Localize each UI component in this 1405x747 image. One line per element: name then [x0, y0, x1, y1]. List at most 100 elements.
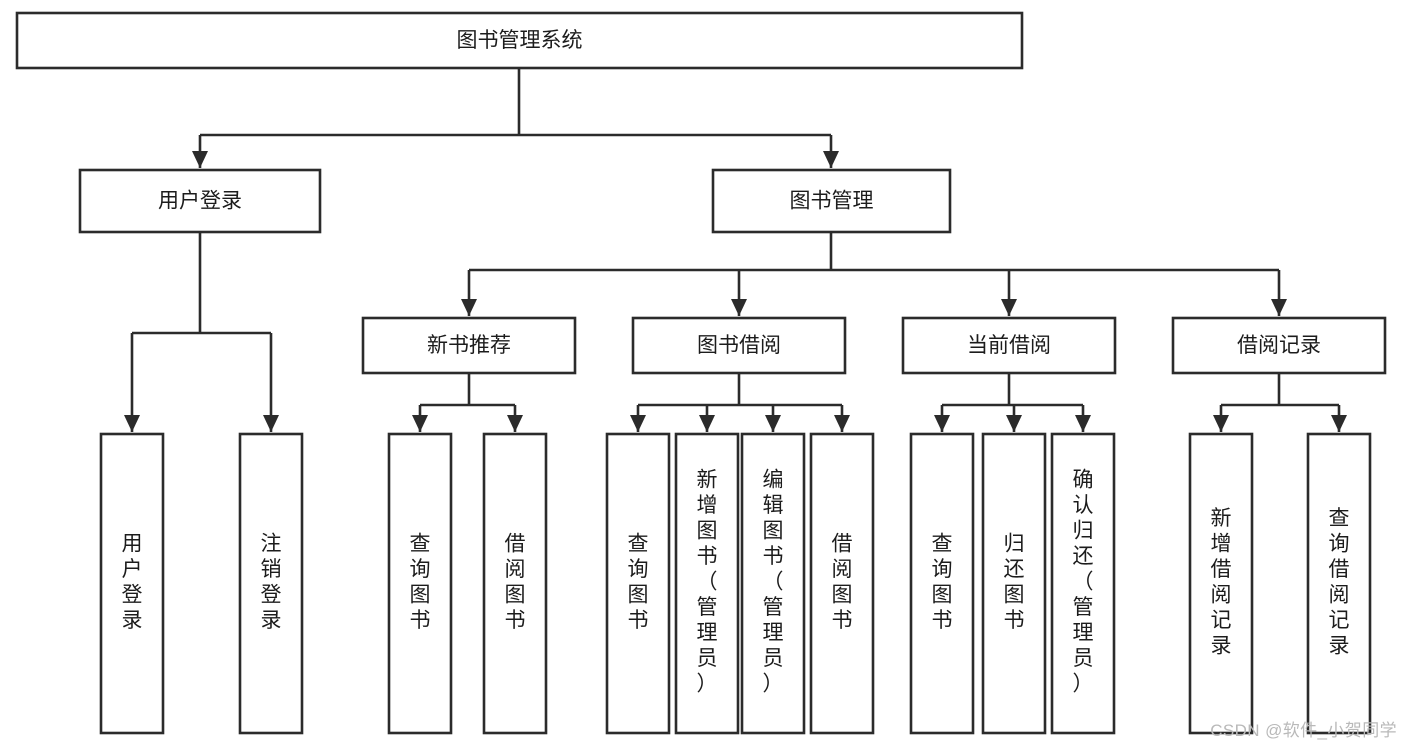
node-book-manage[interactable]: 图书管理	[711, 168, 952, 234]
arrow-head-icon	[1213, 415, 1229, 432]
node-leaf-query-book-borrow[interactable]: 查询图书	[605, 432, 671, 735]
node-book-borrow[interactable]: 图书借阅	[631, 316, 847, 375]
connector-bus3-a	[630, 405, 646, 432]
node-layer: 图书管理系统用户登录图书管理新书推荐图书借阅当前借阅借阅记录用户登录注销登录查询…	[15, 11, 1387, 735]
node-box[interactable]	[1050, 432, 1116, 735]
node-box[interactable]	[605, 432, 671, 735]
node-leaf-query-book-current[interactable]: 查询图书	[909, 432, 975, 735]
arrow-head-icon	[1006, 415, 1022, 432]
node-box[interactable]	[387, 432, 453, 735]
node-box[interactable]	[711, 168, 952, 234]
node-label: 新书推荐	[427, 334, 511, 357]
node-box[interactable]	[361, 316, 577, 375]
node-label: 图书管理	[790, 190, 874, 213]
node-label: 编辑图书（管理员）	[763, 469, 784, 696]
node-box[interactable]	[78, 168, 322, 234]
node-leaf-add-borrow-record[interactable]: 新增借阅记录	[1188, 432, 1254, 735]
arrow-head-icon	[1075, 415, 1091, 432]
node-box[interactable]	[674, 432, 740, 735]
node-leaf-edit-book[interactable]: 编辑图书（管理员）	[740, 432, 806, 735]
arrow-head-icon	[412, 415, 428, 432]
node-box[interactable]	[909, 432, 975, 735]
arrow-head-icon	[934, 415, 950, 432]
arrow-head-icon	[731, 299, 747, 316]
connector-bus5-b	[1331, 405, 1347, 432]
node-label: 借阅图书	[505, 532, 526, 632]
connector-layer	[124, 68, 1347, 432]
node-box[interactable]	[15, 11, 1024, 70]
node-box[interactable]	[1171, 316, 1387, 375]
node-label: 借阅图书	[832, 532, 853, 632]
arrow-head-icon	[263, 415, 279, 432]
arrow-head-icon	[1001, 299, 1017, 316]
arrow-head-icon	[823, 151, 839, 168]
node-label: 用户登录	[158, 190, 242, 213]
node-box[interactable]	[901, 316, 1117, 375]
connector-bus4-b	[1006, 405, 1022, 432]
arrow-head-icon	[630, 415, 646, 432]
arrow-head-icon	[834, 415, 850, 432]
node-label: 查询图书	[410, 532, 431, 632]
node-leaf-return-book[interactable]: 归还图书	[981, 432, 1047, 735]
arrow-head-icon	[192, 151, 208, 168]
node-box[interactable]	[482, 432, 548, 735]
node-box[interactable]	[238, 432, 304, 735]
node-new-book-recommend[interactable]: 新书推荐	[361, 316, 577, 375]
node-leaf-add-book[interactable]: 新增图书（管理员）	[674, 432, 740, 735]
connector-bus3-c	[765, 405, 781, 432]
connector-bus4-c	[1075, 405, 1091, 432]
arrow-head-icon	[1331, 415, 1347, 432]
node-root[interactable]: 图书管理系统	[15, 11, 1024, 70]
node-box[interactable]	[740, 432, 806, 735]
connector-bus-to-record	[1271, 270, 1287, 316]
node-box[interactable]	[981, 432, 1047, 735]
connector-bus-to-book-manage	[823, 135, 839, 168]
connector-bus-to-user-login	[192, 135, 208, 168]
connector-bus-to-borrow	[731, 270, 747, 316]
node-label: 图书管理系统	[457, 29, 583, 52]
arrow-head-icon	[699, 415, 715, 432]
node-label: 借阅记录	[1237, 334, 1321, 357]
node-borrow-record[interactable]: 借阅记录	[1171, 316, 1387, 375]
node-label: 查询图书	[932, 532, 953, 632]
node-box[interactable]	[1306, 432, 1372, 735]
node-label: 当前借阅	[967, 334, 1051, 357]
connector-bus3-b	[699, 405, 715, 432]
node-label: 查询图书	[628, 532, 649, 632]
node-leaf-borrow-book[interactable]: 借阅图书	[809, 432, 875, 735]
arrow-head-icon	[507, 415, 523, 432]
node-leaf-query-book-recommend[interactable]: 查询图书	[387, 432, 453, 735]
node-leaf-user-logout[interactable]: 注销登录	[238, 432, 304, 735]
node-label: 归还图书	[1004, 532, 1025, 632]
node-box[interactable]	[809, 432, 875, 735]
node-user-login[interactable]: 用户登录	[78, 168, 322, 234]
node-leaf-borrow-book-recommend[interactable]: 借阅图书	[482, 432, 548, 735]
node-box[interactable]	[99, 432, 165, 735]
node-label: 用户登录	[122, 532, 143, 632]
node-leaf-query-borrow-record[interactable]: 查询借阅记录	[1306, 432, 1372, 735]
node-leaf-user-login[interactable]: 用户登录	[99, 432, 165, 735]
node-leaf-confirm-return[interactable]: 确认归还（管理员）	[1050, 432, 1116, 735]
arrow-head-icon	[1271, 299, 1287, 316]
connector-bus4-a	[934, 405, 950, 432]
connector-bus5-a	[1213, 405, 1229, 432]
node-label: 确认归还（管理员）	[1073, 469, 1094, 696]
node-label: 新增图书（管理员）	[697, 469, 718, 696]
node-box[interactable]	[1188, 432, 1254, 735]
connector-bus3-d	[834, 405, 850, 432]
arrow-head-icon	[124, 415, 140, 432]
connector-bus2-a	[412, 405, 428, 432]
connector-bus1-to-leaf1	[124, 333, 140, 432]
node-label: 新增借阅记录	[1211, 507, 1232, 658]
node-box[interactable]	[631, 316, 847, 375]
node-current-borrow[interactable]: 当前借阅	[901, 316, 1117, 375]
node-label: 注销登录	[261, 532, 282, 632]
connector-bus1-to-leaf2	[263, 333, 279, 432]
connector-bus-to-recommend	[461, 270, 477, 316]
arrow-head-icon	[461, 299, 477, 316]
node-label: 图书借阅	[697, 334, 781, 357]
connector-bus-to-current	[1001, 270, 1017, 316]
arrow-head-icon	[765, 415, 781, 432]
